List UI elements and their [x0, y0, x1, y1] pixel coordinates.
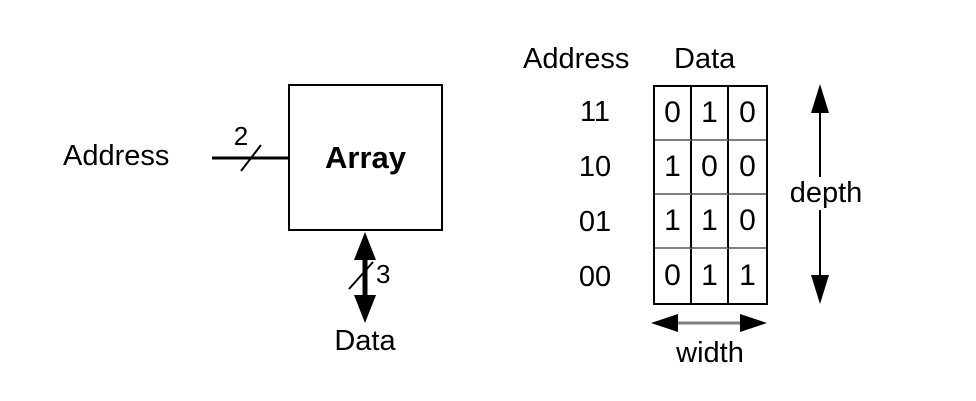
depth-dimension-label: depth	[779, 177, 873, 210]
width-dimension-label: width	[676, 337, 744, 369]
address-row-label: 11	[579, 96, 611, 128]
address-bus-width-value: 2	[233, 121, 249, 151]
array-block-label: Array	[325, 139, 406, 175]
memory-cell: 1	[692, 87, 729, 141]
memory-cell: 1	[692, 195, 729, 249]
width-arrowhead-left-icon	[651, 314, 678, 332]
data-bus-arrowhead-up-icon	[354, 232, 376, 260]
memory-cell: 0	[655, 87, 692, 141]
table-address-header: Address	[523, 43, 630, 75]
array-block: Array	[288, 84, 443, 231]
memory-cell: 1	[655, 195, 692, 249]
width-arrowhead-right-icon	[740, 314, 767, 332]
address-row-label: 01	[578, 206, 612, 238]
data-bus-arrowhead-down-icon	[354, 295, 376, 323]
depth-arrowhead-up-icon	[811, 84, 829, 113]
data-bus-width-value: 3	[376, 259, 391, 289]
memory-contents-grid: 0 1 0 1 0 0 1 1 0 0 1 1	[653, 85, 768, 305]
address-port-label: Address	[63, 140, 170, 172]
data-port-label: Data	[334, 325, 396, 357]
memory-cell: 1	[692, 249, 729, 303]
memory-cell: 0	[729, 87, 766, 141]
memory-cell: 1	[655, 141, 692, 195]
table-data-header: Data	[674, 43, 736, 75]
memory-cell: 0	[729, 141, 766, 195]
memory-cell: 0	[655, 249, 692, 303]
memory-cell: 1	[739, 259, 756, 292]
depth-arrowhead-down-icon	[811, 275, 829, 304]
address-row-label: 00	[578, 261, 612, 293]
memory-cell: 0	[729, 195, 766, 249]
memory-cell: 0	[692, 141, 729, 195]
data-bus-slash-icon	[348, 261, 374, 290]
address-labels-column: 11 10 01 00	[553, 85, 637, 305]
address-row-label: 10	[578, 151, 612, 183]
